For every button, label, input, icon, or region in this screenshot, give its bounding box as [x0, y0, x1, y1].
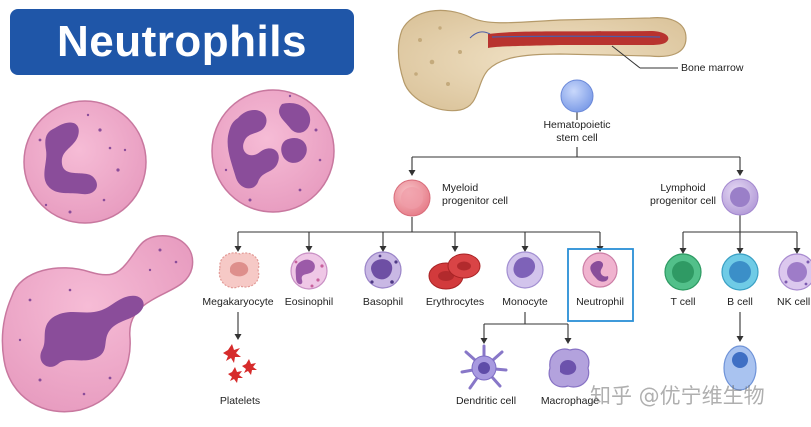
- megakaryocyte-label: Megakaryocyte: [202, 296, 274, 308]
- neutrophil-highlight-box: [567, 248, 634, 322]
- title-banner: Neutrophils: [10, 9, 354, 75]
- femur-bone-illustration: [397, 9, 687, 112]
- eosinophil-icon: [290, 252, 328, 290]
- neutrophil-illustration-1: [23, 100, 147, 224]
- basophil-icon: [364, 251, 402, 289]
- myeloid-progenitor-label: Myeloid progenitor cell: [442, 182, 508, 207]
- erythrocytes-icon: [428, 253, 481, 290]
- diagram-title: Neutrophils: [57, 17, 307, 66]
- b-cell-icon: [721, 253, 759, 291]
- dendritic-cell-label: Dendritic cell: [455, 395, 517, 407]
- plasma-cell-icon: [723, 345, 757, 391]
- neutrophil-illustration-2: [211, 89, 335, 213]
- bone-marrow-label: Bone marrow: [681, 62, 744, 74]
- erythrocytes-label: Erythrocytes: [425, 296, 485, 308]
- b-cell-label: B cell: [727, 296, 753, 308]
- platelets-label: Platelets: [219, 395, 261, 407]
- nk-cell-icon: [778, 253, 811, 291]
- monocyte-label: Monocyte: [502, 296, 548, 308]
- macrophage-label: Macrophage: [540, 395, 600, 407]
- megakaryocyte-icon: [218, 252, 260, 289]
- watermark: 知乎 @优宁维生物: [590, 384, 765, 408]
- lymphoid-progenitor-cell-icon: [721, 178, 759, 216]
- myeloid-progenitor-cell-icon: [393, 179, 431, 217]
- hematopoietic-stem-cell-label: Hematopoietic stem cell: [543, 119, 611, 144]
- neutrophil-icon: [582, 252, 618, 288]
- platelets-icon: [223, 344, 257, 383]
- lineage-lines: [237, 112, 798, 338]
- lymphoid-progenitor-label: Lymphoid progenitor cell: [650, 182, 716, 207]
- dendritic-cell-icon: [460, 344, 508, 390]
- t-cell-icon: [664, 253, 702, 291]
- eosinophil-label: Eosinophil: [284, 296, 334, 308]
- neutrophil-label: Neutrophil: [576, 296, 624, 308]
- monocyte-icon: [506, 251, 544, 289]
- nk-cell-label: NK cell: [777, 296, 811, 308]
- migrating-neutrophil-illustration: [1, 235, 194, 413]
- hematopoietic-stem-cell-icon: [560, 79, 594, 113]
- macrophage-icon: [548, 348, 590, 388]
- t-cell-label: T cell: [670, 296, 696, 308]
- basophil-label: Basophil: [362, 296, 404, 308]
